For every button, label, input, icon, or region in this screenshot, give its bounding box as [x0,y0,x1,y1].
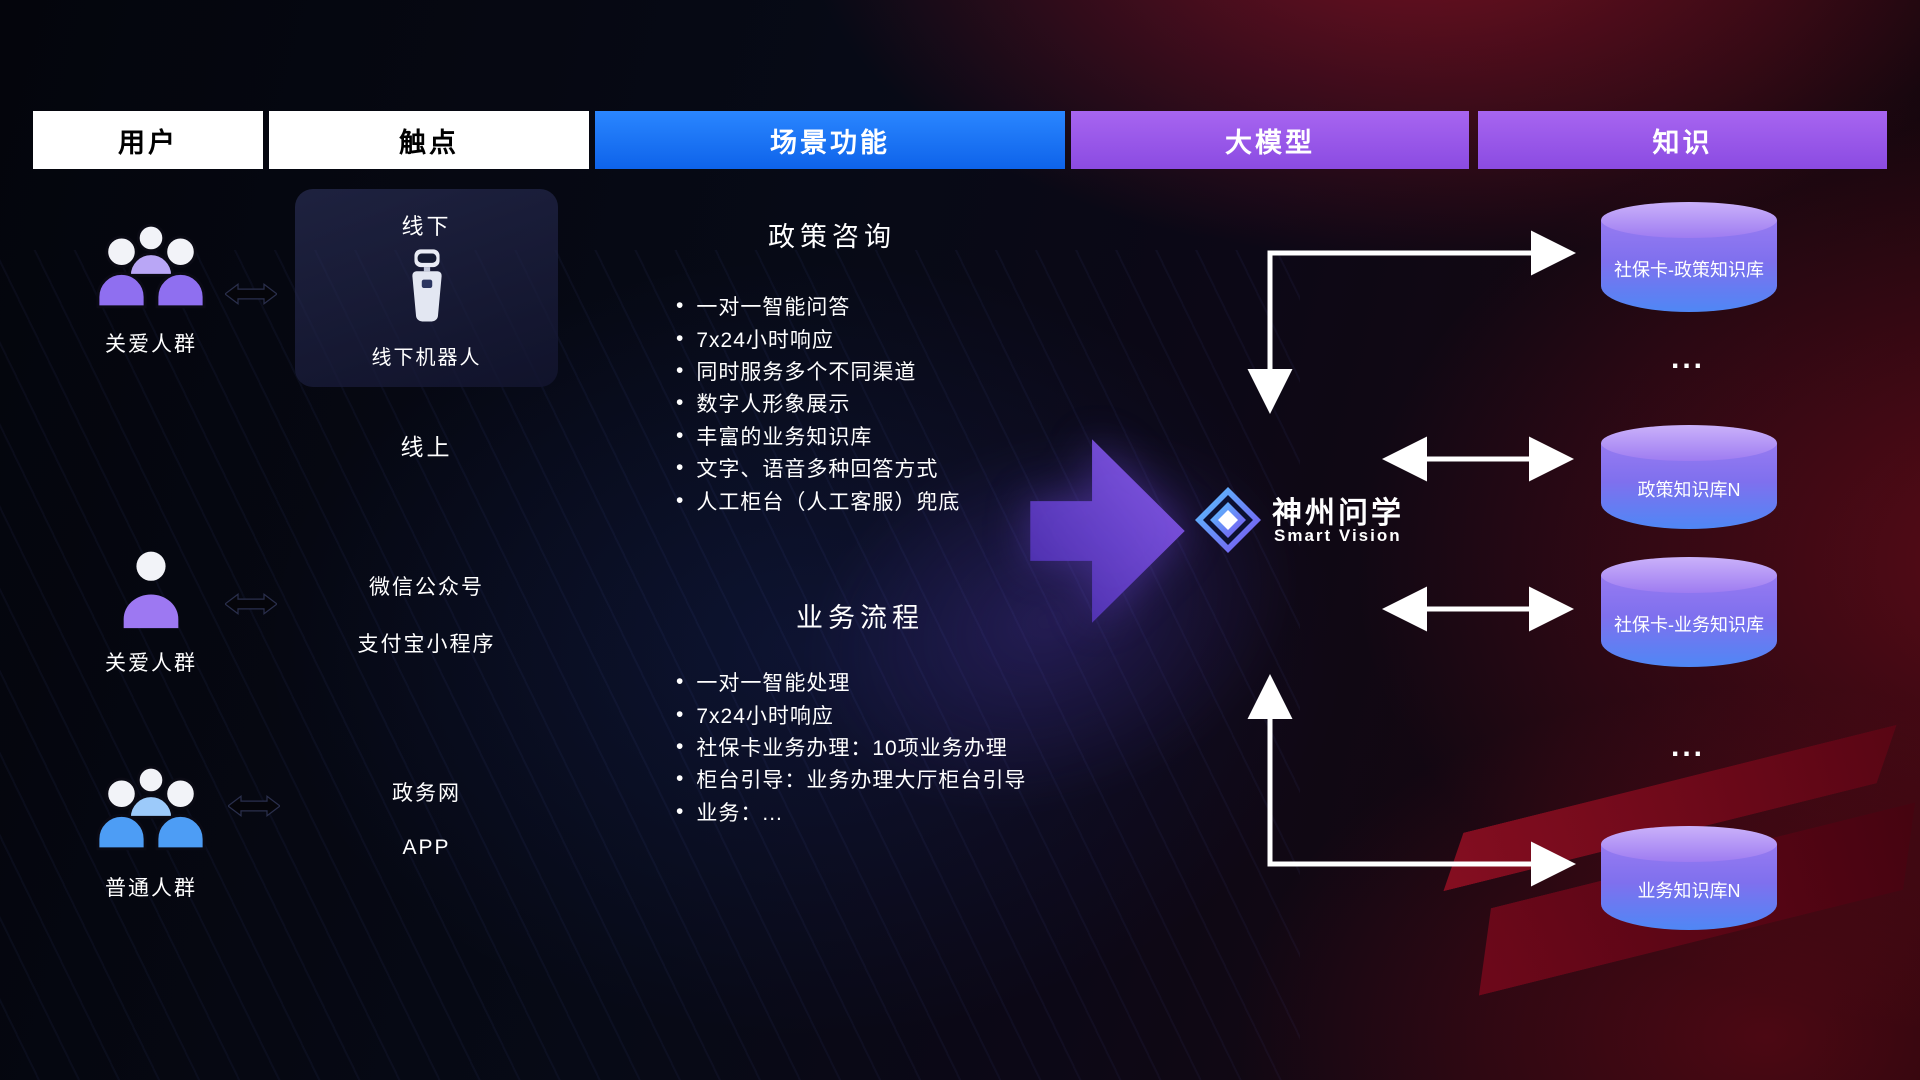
user-group-ordinary: 普通人群 [66,764,236,902]
big-right-arrow-icon [1030,420,1185,647]
user-group-care-1: 关爱人群 [66,222,236,358]
double-headed-arrow-icon [223,281,279,312]
user-group-care-2: 关爱人群 [66,548,236,677]
offline-touchpoint-panel: 线下 线下机器人 [295,189,558,387]
touchpoint-gov: 政务网 [392,782,461,805]
bullet-item: 业务：... [676,796,1026,828]
online-title: 线上 [400,434,453,460]
header-users: 用户 [33,111,263,169]
single-person-purple-icon [123,551,179,629]
bullet-item: 丰富的业务知识库 [676,420,960,452]
offline-title: 线下 [401,214,452,239]
database-cylinder-icon [1601,202,1777,238]
bullet-item: 人工柜台（人工客服）兜底 [676,484,960,516]
bullet-item: 同时服务多个不同渠道 [676,355,960,387]
touchpoint-alipay: 支付宝小程序 [357,633,496,656]
bullet-item: 文字、语音多种回答方式 [676,452,960,484]
header-touchpoints: 触点 [269,111,589,169]
bullet-item: 数字人形象展示 [676,387,960,419]
user-label: 关爱人群 [105,333,197,356]
policy-bullet-list: 一对一智能问答 7x24小时响应 同时服务多个不同渠道 数字人形象展示 丰富的业… [676,290,960,517]
header-knowledge: 知识 [1478,111,1887,169]
touchpoint-app: APP [402,836,451,859]
offline-robot-label: 线下机器人 [371,347,482,369]
header-model: 大模型 [1071,111,1469,169]
double-headed-arrow-icon [223,591,279,622]
touchpoint-wechat: 微信公众号 [369,576,484,599]
business-bullet-list: 一对一智能处理 7x24小时响应 社保卡业务办理：10项业务办理 柜台引导：业务… [676,666,1026,828]
knowledge-db-policy-n: 政策知识库N [1601,425,1777,529]
user-label: 关爱人群 [105,652,197,675]
bullet-item: 7x24小时响应 [676,322,960,354]
diamond-logo-icon [1194,486,1262,559]
group-people-purple-icon [96,223,206,309]
business-section-title: 业务流程 [796,603,924,633]
policy-section-title: 政策咨询 [768,222,896,252]
ellipsis-more-databases: ... [1670,730,1705,763]
bullet-item: 7x24小时响应 [676,698,1026,730]
service-robot-icon [295,247,558,329]
bullet-item: 柜台引导：业务办理大厅柜台引导 [676,763,1026,795]
double-headed-arrow-icon [226,793,282,824]
ellipsis-more-databases: ... [1670,342,1705,375]
knowledge-db-business-shebao: 社保卡-业务知识库 [1601,557,1777,667]
user-label: 普通人群 [105,877,197,900]
knowledge-db-policy-shebao: 社保卡-政策知识库 [1601,202,1777,312]
header-scene: 场景功能 [595,111,1065,169]
bullet-item: 一对一智能问答 [676,290,960,322]
bullet-item: 社保卡业务办理：10项业务办理 [676,731,1026,763]
knowledge-db-label: 社保卡-政策知识库 [1614,259,1764,280]
knowledge-db-label: 政策知识库N [1637,479,1741,500]
knowledge-db-business-n: 业务知识库N [1601,826,1777,930]
knowledge-db-label: 业务知识库N [1637,880,1741,901]
database-cylinder-icon [1601,557,1777,593]
model-name: 神州问学 [1272,497,1404,530]
bullet-item: 一对一智能处理 [676,666,1026,698]
model-subtitle: Smart Vision [1274,526,1402,545]
knowledge-db-label: 社保卡-业务知识库 [1614,614,1764,635]
database-cylinder-icon [1601,425,1777,461]
database-cylinder-icon [1601,826,1777,862]
group-people-blue-icon [96,765,206,851]
